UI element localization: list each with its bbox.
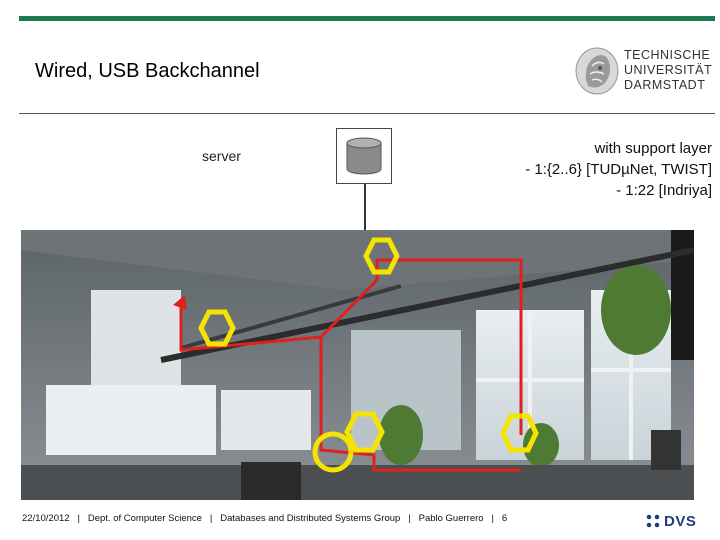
footer-separator: | — [408, 513, 411, 524]
photo-ceiling — [21, 230, 694, 290]
server-connection-line — [364, 184, 366, 230]
support-line-indriya: - 1:22 [Indriya] — [616, 182, 712, 199]
photo-whiteboard — [46, 385, 216, 455]
support-line-heading: with support layer — [594, 140, 712, 157]
server-box — [336, 128, 392, 184]
footer-group: Databases and Distributed Systems Group — [220, 513, 401, 524]
sensor-node-hexagon-3 — [344, 411, 385, 453]
title-divider — [19, 113, 715, 114]
gateway-node-circle — [312, 431, 354, 473]
usb-cable-path — [179, 305, 521, 472]
footer-separator: | — [209, 513, 213, 524]
sensor-node-hexagon-4 — [500, 413, 539, 453]
footer: 22/10/2012 | Dept. of Computer Science |… — [22, 513, 507, 524]
photo-chair — [241, 462, 301, 500]
footer-date: 22/10/2012 — [22, 513, 70, 524]
footer-separator: | — [491, 513, 494, 524]
photo-poster-board — [91, 290, 181, 390]
university-logo: TECHNISCHE UNIVERSITÄT DARMSTADT — [562, 44, 712, 100]
university-logo-text: TECHNISCHE UNIVERSITÄT DARMSTADT — [624, 48, 713, 92]
footer-separator: | — [77, 513, 80, 524]
photo-whiteboard-right — [221, 390, 311, 450]
photo-light-fixture-long — [160, 247, 694, 363]
footer-page-number: 6 — [501, 513, 508, 524]
dvs-grid-icon — [646, 514, 660, 528]
athena-seal-icon — [575, 47, 619, 95]
arrow-marker-icon — [173, 295, 187, 310]
support-line-tudmnet: - 1:{2..6} [TUDµNet, TWIST] — [525, 161, 712, 178]
sensor-node-hexagon-2 — [198, 309, 236, 347]
server-label: server — [202, 148, 241, 164]
support-layer-text: with support layer - 1:{2..6} [TUDµNet, … — [525, 138, 712, 201]
dvs-logo-text: DVS — [664, 512, 697, 530]
footer-department: Dept. of Computer Science — [87, 513, 202, 524]
usb-cable-branch — [319, 258, 523, 435]
photo-light-fixture-short — [180, 284, 402, 350]
photo-plants — [379, 265, 671, 467]
sensor-node-hexagon-1 — [363, 237, 400, 275]
dvs-logo: DVS — [645, 512, 696, 530]
office-photo — [21, 230, 694, 500]
photo-monitor — [651, 430, 681, 470]
slide-title: Wired, USB Backchannel — [35, 60, 260, 82]
top-accent-bar — [19, 16, 715, 21]
photo-flag — [671, 230, 694, 360]
photo-desk — [21, 465, 694, 500]
footer-author: Pablo Guerrero — [418, 513, 484, 524]
database-icon — [346, 137, 382, 175]
